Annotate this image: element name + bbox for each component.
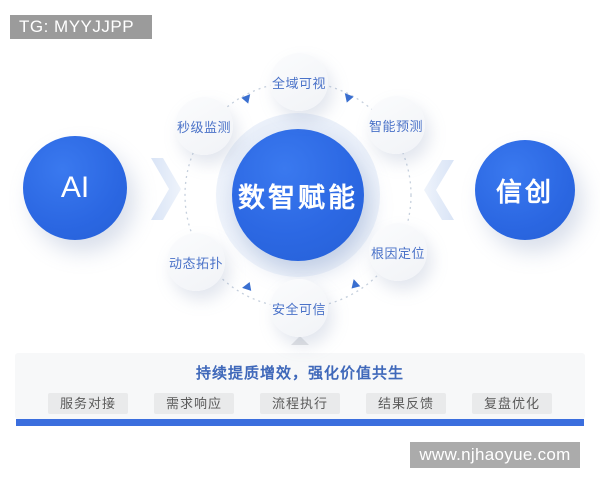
node-ai: AI	[23, 136, 127, 240]
node-xinchuang: 信创	[475, 140, 575, 240]
button-xuqiu-xiangying[interactable]: 需求响应	[154, 393, 234, 414]
button-jieguo-fankui[interactable]: 结果反馈	[366, 393, 446, 414]
telegram-watermark-badge: TG: MYYJJPP	[10, 15, 152, 39]
center-node: 数智赋能	[232, 129, 364, 261]
website-watermark-badge: www.njhaoyue.com	[410, 442, 580, 468]
cycle-arrow-icons	[241, 93, 361, 291]
satellite-zhineng-yuce: 智能预测	[367, 96, 425, 154]
satellite-miaoji-jiance: 秒级监测	[175, 97, 233, 155]
satellite-quanyu-keshi: 全域可视	[270, 53, 328, 111]
button-fuwu-duijie[interactable]: 服务对接	[48, 393, 128, 414]
button-fupan-youhua[interactable]: 复盘优化	[472, 393, 552, 414]
center-node-halo: 数智赋能	[216, 113, 380, 277]
footer-accent-bar	[16, 419, 584, 426]
satellite-genyin-dingwei: 根因定位	[369, 223, 427, 281]
flow-up-arrow-icon	[291, 336, 309, 345]
footer-panel: 持续提质增效，强化价值共生 服务对接 需求响应 流程执行 结果反馈 复盘优化	[15, 353, 585, 419]
footer-title: 持续提质增效，强化价值共生	[195, 365, 404, 382]
satellite-anquan-kexin: 安全可信	[270, 279, 328, 337]
satellite-dongtai-tuopu: 动态拓扑	[167, 233, 225, 291]
footer-button-row: 服务对接 需求响应 流程执行 结果反馈 复盘优化	[15, 393, 585, 414]
button-liucheng-zhixing[interactable]: 流程执行	[260, 393, 340, 414]
